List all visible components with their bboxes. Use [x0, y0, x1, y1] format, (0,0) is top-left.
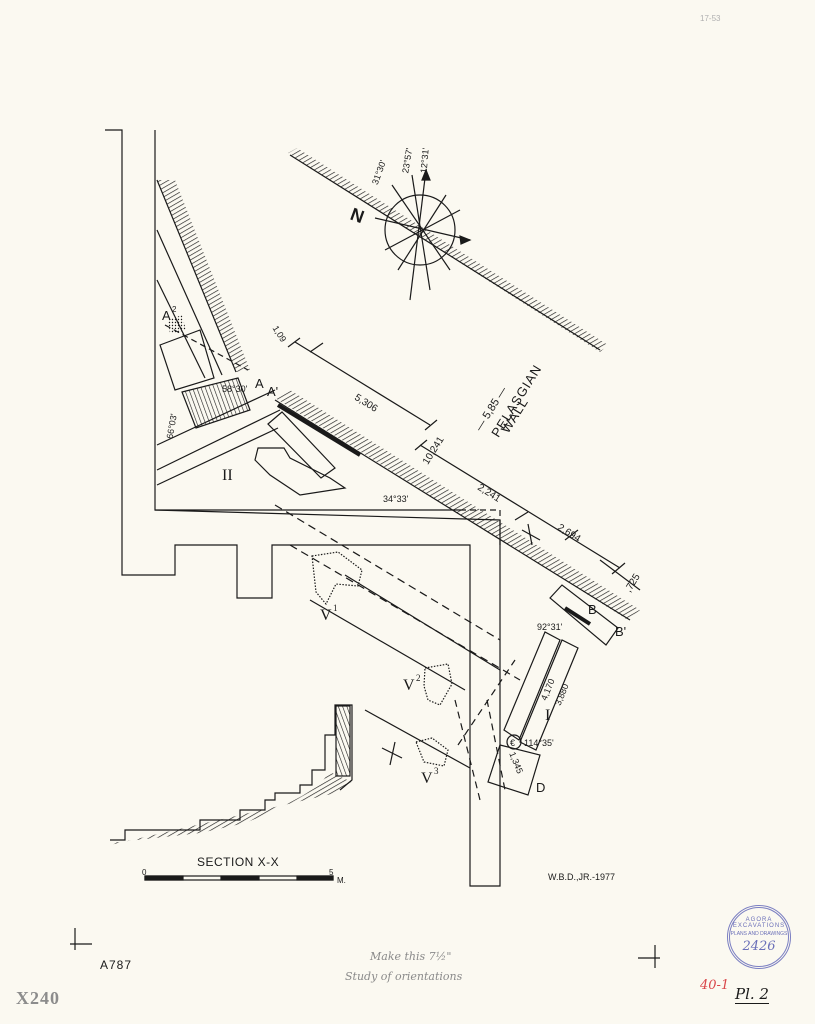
- point-a-prime: A': [267, 384, 278, 399]
- north-label: N: [348, 204, 367, 227]
- pier-block: [267, 411, 336, 479]
- point-a: A: [255, 376, 264, 391]
- wall-face-thick-2: [563, 606, 592, 626]
- compass-angle-c: 12°31': [419, 147, 431, 173]
- hatched-block-a: [181, 377, 251, 429]
- dim-5-306: 5,306: [352, 392, 379, 415]
- compass-rose: [374, 168, 472, 301]
- area-label-i: I: [545, 707, 550, 724]
- section-title: SECTION X-X: [197, 855, 279, 869]
- strip-i-outer: [519, 639, 579, 751]
- v1-sup: 1: [333, 603, 338, 613]
- catalog-number: A787: [100, 958, 133, 972]
- dim-1-09: 1,09: [271, 324, 289, 344]
- marker-v3: [415, 737, 449, 767]
- dim-2-241: 2,241: [475, 482, 502, 505]
- stamp-line2: PLANS AND DRAWINGS: [730, 931, 788, 937]
- strip-i-inner: [503, 631, 561, 741]
- block-a2-dots: [168, 315, 186, 334]
- point-b-prime: B': [615, 624, 626, 639]
- stamp-line1: AGORA EXCAVATIONS: [732, 917, 786, 929]
- section-x-x-profile: [110, 704, 353, 845]
- scale-end: 5: [329, 868, 334, 877]
- dim-2-694: 2,694: [555, 522, 582, 545]
- plate-number: X240: [16, 988, 60, 1008]
- angle-58-30: 58°30': [222, 384, 248, 394]
- red-pencil-mark: 40-1: [700, 978, 730, 993]
- circled-e-label: €: [510, 738, 515, 748]
- area-label-ii: II: [222, 467, 233, 484]
- v2-sup: 2: [416, 673, 421, 683]
- handwritten-note-size: Make this 7½": [369, 950, 451, 963]
- stamp-number: 2426: [742, 939, 776, 954]
- hatched-wall-left: [157, 180, 250, 372]
- v1-label: V: [320, 607, 332, 624]
- dim-10-241: 10,241: [421, 435, 447, 467]
- marker-v2: [423, 663, 453, 706]
- plate-label: Pl. 2: [735, 985, 769, 1004]
- scale-unit: M.: [337, 876, 346, 885]
- block-a2: [159, 329, 215, 391]
- drafter-credit: W.B.D.,JR.-1977: [548, 872, 616, 882]
- compass-angle-b: 23°57': [400, 147, 414, 174]
- v2-label: V: [403, 677, 415, 694]
- point-a2: A: [162, 308, 171, 323]
- point-b: B: [588, 602, 597, 617]
- compass-angle-a: 31°30': [370, 158, 388, 185]
- point-d: D: [536, 780, 545, 795]
- dim-3-880: 3,880: [553, 682, 571, 707]
- compass-wall-hatch: [288, 148, 608, 352]
- dim-725: ,725: [623, 572, 643, 595]
- agora-excavations-stamp: AGORA EXCAVATIONS PLANS AND DRAWINGS 242…: [727, 905, 791, 969]
- angle-114-35: 114°35': [524, 738, 554, 748]
- angle-66-03: 66°03': [165, 413, 179, 440]
- scale-start: 0: [142, 868, 147, 877]
- wall-face-thick-1: [276, 403, 362, 457]
- scale-bar: [144, 875, 334, 881]
- handwritten-note-study: Study of orientations: [345, 970, 463, 983]
- v3-label: V: [421, 770, 433, 787]
- block-d: [487, 744, 541, 796]
- marker-v1: [311, 551, 363, 606]
- v3-sup: 3: [434, 766, 439, 776]
- point-a2-sup: 2: [172, 305, 177, 314]
- angle-34-33: 34°33': [383, 494, 409, 504]
- wall-outline: [105, 129, 501, 887]
- block-b: [549, 584, 619, 646]
- corner-reference: 17-53: [700, 14, 721, 23]
- dim-1-345: 1,345: [507, 750, 525, 775]
- pelasgian-wall-hatch: [275, 390, 640, 620]
- angle-92-31: 92°31': [537, 622, 563, 632]
